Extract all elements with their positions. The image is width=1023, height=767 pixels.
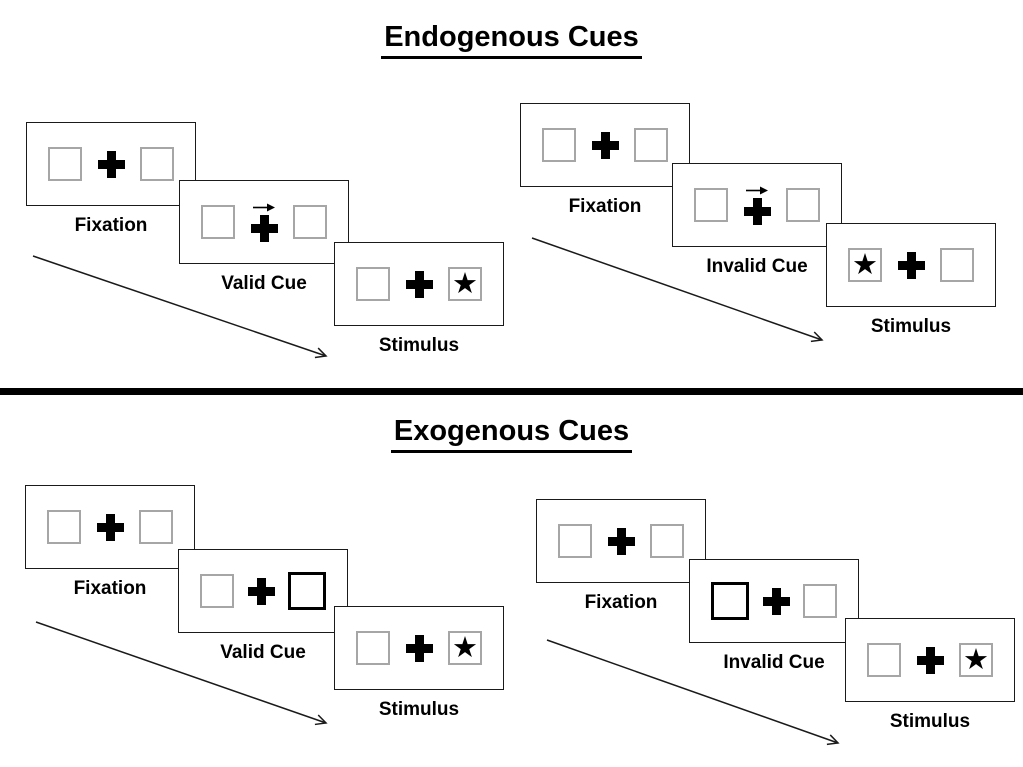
target-square-right: ★ xyxy=(959,643,993,677)
peripheral-cue-square-right xyxy=(288,572,326,610)
screen-label: Invalid Cue xyxy=(723,652,825,673)
fixation-cross-icon xyxy=(97,150,125,178)
section-divider xyxy=(0,388,1023,395)
screen-label: Fixation xyxy=(568,196,642,217)
screen-box xyxy=(689,559,859,643)
screen-label: Fixation xyxy=(74,215,148,236)
screen-box xyxy=(536,499,706,583)
placeholder-square-left xyxy=(542,128,576,162)
screen-box xyxy=(25,485,195,569)
stimulus-screen: ★ Stimulus xyxy=(826,223,996,337)
central-cue xyxy=(743,185,771,225)
fixation-cross-icon xyxy=(591,131,619,159)
cue-screen: Valid Cue xyxy=(179,180,349,294)
section-header-exogenous: Exogenous Cues xyxy=(0,415,1023,453)
fixation-cross-icon xyxy=(405,634,433,662)
timeline-arrow-endogenous-valid xyxy=(32,255,328,359)
placeholder-square-left xyxy=(356,631,390,665)
right-arrow-icon xyxy=(253,203,275,212)
placeholder-square-left xyxy=(201,205,235,239)
stimulus-screen: ★ Stimulus xyxy=(845,618,1015,732)
screen-label: Stimulus xyxy=(378,699,460,720)
target-square-left: ★ xyxy=(848,248,882,282)
target-square-right: ★ xyxy=(448,267,482,301)
placeholder-square-left xyxy=(356,267,390,301)
star-icon: ★ xyxy=(452,265,478,300)
fixation-cross-icon xyxy=(762,587,790,615)
fixation-cross-icon xyxy=(405,270,433,298)
section-title-endogenous: Endogenous Cues xyxy=(381,21,642,59)
timeline-arrow-exogenous-valid xyxy=(35,621,328,726)
stimulus-screen: ★ Stimulus xyxy=(334,242,504,356)
screen-box: ★ xyxy=(334,242,504,326)
placeholder-square-right xyxy=(940,248,974,282)
placeholder-square-left xyxy=(200,574,234,608)
screen-label: Invalid Cue xyxy=(706,256,808,277)
placeholder-square-left xyxy=(558,524,592,558)
section-header-endogenous: Endogenous Cues xyxy=(0,21,1023,59)
screen-label: Stimulus xyxy=(870,316,952,337)
placeholder-square-left xyxy=(47,510,81,544)
cue-screen: Invalid Cue xyxy=(672,163,842,277)
screen-label: Fixation xyxy=(584,592,658,613)
placeholder-square-right xyxy=(293,205,327,239)
fixation-screen: Fixation xyxy=(520,103,690,217)
screen-label: Valid Cue xyxy=(221,273,307,294)
timeline-arrow-exogenous-invalid xyxy=(546,639,840,746)
fixation-cross-icon xyxy=(743,198,771,225)
target-square-right: ★ xyxy=(448,631,482,665)
screen-box xyxy=(178,549,348,633)
central-cue xyxy=(250,202,278,242)
star-icon: ★ xyxy=(852,246,878,281)
placeholder-square-right xyxy=(650,524,684,558)
fixation-cross-icon xyxy=(247,577,275,605)
timeline-arrow-endogenous-invalid xyxy=(531,237,824,343)
cue-screen: Invalid Cue xyxy=(689,559,859,673)
screen-box: ★ xyxy=(826,223,996,307)
right-arrow-icon xyxy=(746,186,768,195)
placeholder-square-right xyxy=(634,128,668,162)
screen-label: Stimulus xyxy=(378,335,460,356)
placeholder-square-right xyxy=(139,510,173,544)
fixation-cross-icon xyxy=(897,251,925,279)
screen-box: ★ xyxy=(334,606,504,690)
screen-box xyxy=(672,163,842,247)
fixation-screen: Fixation xyxy=(536,499,706,613)
placeholder-square-right xyxy=(140,147,174,181)
placeholder-square-left xyxy=(867,643,901,677)
screen-box: ★ xyxy=(845,618,1015,702)
placeholder-square-left xyxy=(48,147,82,181)
placeholder-square-right xyxy=(803,584,837,618)
placeholder-square-left xyxy=(694,188,728,222)
screen-label: Stimulus xyxy=(889,711,971,732)
placeholder-square-right xyxy=(786,188,820,222)
peripheral-cue-square-left xyxy=(711,582,749,620)
fixation-screen: Fixation xyxy=(26,122,196,236)
star-icon: ★ xyxy=(963,641,989,676)
fixation-cross-icon xyxy=(916,646,944,674)
fixation-cross-icon xyxy=(250,215,278,242)
screen-box xyxy=(26,122,196,206)
stimulus-screen: ★ Stimulus xyxy=(334,606,504,720)
section-title-exogenous: Exogenous Cues xyxy=(390,415,633,453)
screen-box xyxy=(520,103,690,187)
screen-label: Valid Cue xyxy=(220,642,306,663)
screen-label: Fixation xyxy=(73,578,147,599)
cue-screen: Valid Cue xyxy=(178,549,348,663)
fixation-cross-icon xyxy=(96,513,124,541)
fixation-screen: Fixation xyxy=(25,485,195,599)
screen-box xyxy=(179,180,349,264)
fixation-cross-icon xyxy=(607,527,635,555)
star-icon: ★ xyxy=(452,629,478,664)
